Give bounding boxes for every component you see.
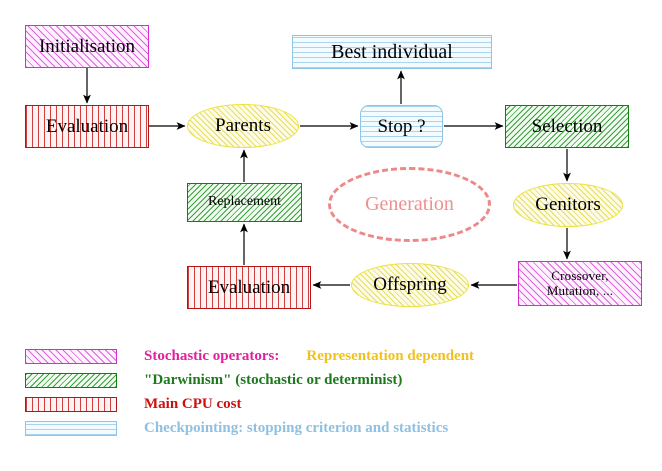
node-generation: Generation <box>328 167 491 242</box>
legend-label-checkpointing: Checkpointing: stopping criterion and st… <box>144 419 449 436</box>
legend-label-representation-dependent: Representation dependent <box>306 347 475 364</box>
legend-label-darwinism: "Darwinism" (stochastic or determinist) <box>144 371 403 388</box>
node-genitors[interactable]: Genitors <box>513 183 623 227</box>
node-operators[interactable]: Crossover, Mutation, ... <box>518 261 642 306</box>
node-replacement[interactable]: Replacement <box>187 183 302 222</box>
node-best-individual-label: Best individual <box>331 40 453 63</box>
legend-row-darwinism: "Darwinism" (stochastic or determinist) <box>25 368 645 392</box>
node-stop-label: Stop ? <box>377 115 426 137</box>
node-operators-label: Crossover, Mutation, ... <box>546 267 614 298</box>
legend-label-main-cpu-cost: Main CPU cost <box>144 395 242 412</box>
node-offspring-label: Offspring <box>373 274 447 296</box>
legend-row-main-cpu-cost: Main CPU cost <box>25 392 645 416</box>
node-generation-label: Generation <box>365 193 454 216</box>
node-best-individual[interactable]: Best individual <box>292 35 492 69</box>
legend-swatch-green-diagonal-hatch <box>25 372 117 388</box>
legend-row-checkpointing: Checkpointing: stopping criterion and st… <box>25 416 645 440</box>
node-offspring[interactable]: Offspring <box>351 263 469 307</box>
legend-swatch-blue-horizontal-hatch <box>25 420 117 436</box>
node-parents[interactable]: Parents <box>187 104 299 148</box>
node-evaluation-top-label: Evaluation <box>45 115 129 137</box>
node-initialisation-label: Initialisation <box>38 35 136 57</box>
node-evaluation-bottom[interactable]: Evaluation <box>187 266 311 309</box>
node-stop[interactable]: Stop ? <box>360 105 443 148</box>
node-genitors-label: Genitors <box>535 194 601 216</box>
legend-swatch-magenta-diagonal-hatch <box>25 348 117 364</box>
node-selection[interactable]: Selection <box>505 105 629 148</box>
node-parents-label: Parents <box>215 115 271 137</box>
node-evaluation-top[interactable]: Evaluation <box>25 105 149 148</box>
node-replacement-label: Replacement <box>207 194 282 210</box>
node-selection-label: Selection <box>531 115 603 137</box>
node-initialisation[interactable]: Initialisation <box>25 25 149 68</box>
node-evaluation-bottom-label: Evaluation <box>207 276 291 298</box>
legend-swatch-red-vertical-hatch <box>25 396 117 412</box>
legend: Stochastic operators: Representation dep… <box>25 344 645 440</box>
legend-row-stochastic-operators: Stochastic operators: Representation dep… <box>25 344 645 368</box>
legend-label-stochastic-operators: Stochastic operators: <box>144 347 280 364</box>
